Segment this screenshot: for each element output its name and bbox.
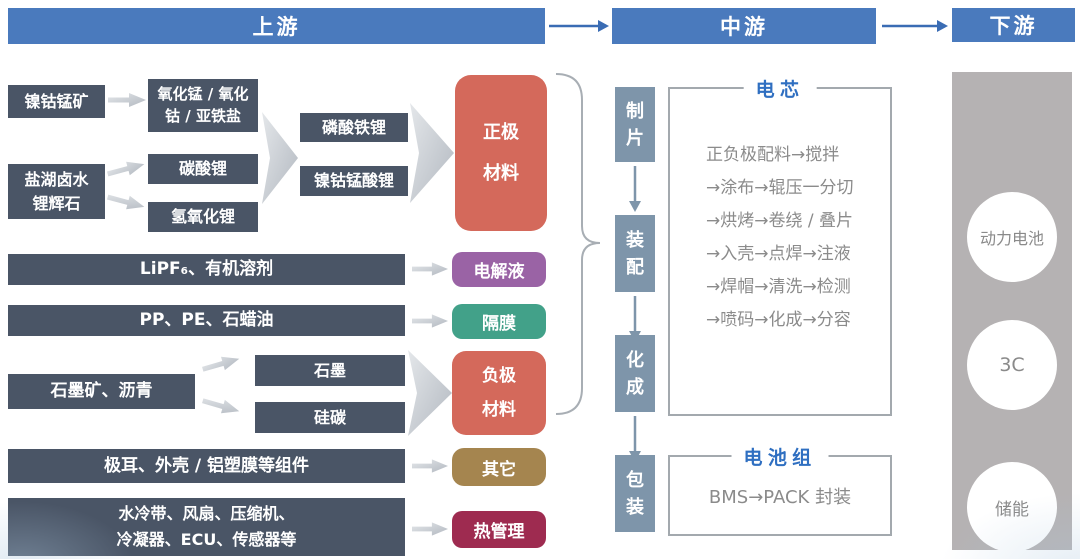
step-label: 制片: [625, 100, 644, 149]
arrow-right-icon: [549, 20, 609, 32]
step-label: 装配: [625, 229, 644, 278]
box-nickel-cobalt-manganese-ore: 镍钴锰矿: [8, 85, 105, 118]
step-assembly: 装配: [615, 215, 655, 292]
process-line: →烘烤→卷绕 / 叠片: [706, 211, 854, 231]
header-upstream: 上游: [8, 8, 545, 44]
box-lithium-hydroxide: 氢氧化锂: [148, 202, 258, 232]
chevron-right-icon: [262, 112, 298, 204]
cell-process-steps: 正负极配料→搅拌 →涂布→辊压一分切 →烘烤→卷绕 / 叠片 →入壳→点焊→注液…: [706, 139, 854, 337]
process-line: 正负极配料→搅拌: [706, 145, 840, 165]
step-label: 化成: [625, 349, 644, 398]
process-line: →涂布→辊压一分切: [706, 178, 854, 198]
arrow-down-right-icon: [107, 194, 145, 210]
cell-panel-title: 电芯: [743, 75, 817, 102]
pack-process-line: BMS→PACK 封装: [708, 486, 852, 508]
arrow-right-icon: [412, 459, 448, 473]
step-label: 包装: [625, 469, 644, 518]
cell-process-panel: 电芯 正负极配料→搅拌 →涂布→辊压一分切 →烘烤→卷绕 / 叠片 →入壳→点焊…: [668, 75, 892, 416]
arrow-right-icon: [412, 314, 448, 328]
arrow-down-icon: [629, 166, 641, 212]
brace-right-icon: [555, 73, 601, 415]
box-thermal-management: 热管理: [452, 511, 546, 548]
arrow-right-icon: [412, 262, 448, 276]
header-downstream: 下游: [952, 8, 1075, 42]
box-graphite: 石墨: [255, 355, 405, 386]
box-electrolyte: 电解液: [452, 252, 546, 287]
box-graphite-ore-pitch: 石墨矿、沥青: [8, 374, 195, 409]
arrow-up-right-icon: [107, 161, 145, 177]
app-power-battery: 动力电池: [967, 192, 1057, 282]
box-thermal-components: 水冷带、风扇、压缩机、 冷凝器、ECU、传感器等: [8, 498, 405, 556]
chevron-right-icon: [408, 350, 452, 436]
process-line: →喷码→化成→分容: [706, 310, 851, 330]
box-ncm-oxide: 镍钴锰酸锂: [300, 166, 408, 196]
pack-panel-title: 电池组: [731, 443, 829, 470]
box-manganese-cobalt-salts: 氧化锰 / 氧化 钴 / 亚铁盐: [148, 79, 258, 132]
box-lithium-iron-phosphate: 磷酸铁锂: [300, 113, 408, 142]
header-midstream: 中游: [612, 8, 876, 44]
arrow-right-icon: [412, 522, 448, 536]
box-other: 其它: [452, 448, 546, 486]
step-electrode-sheeting: 制片: [615, 87, 655, 162]
box-lithium-carbonate: 碳酸锂: [148, 154, 258, 184]
box-pp-pe-paraffin: PP、PE、石蜡油: [8, 305, 405, 336]
app-3c: 3C: [967, 320, 1057, 410]
box-cathode-material: 正极 材料: [455, 75, 547, 231]
arrow-up-right-icon: [202, 356, 240, 372]
step-packaging: 包装: [615, 455, 655, 532]
battery-pack-panel: 电池组 BMS→PACK 封装: [668, 443, 892, 536]
box-silicon-carbon: 硅碳: [255, 402, 405, 433]
downstream-panel: 动力电池 3C 储能: [952, 72, 1072, 552]
app-energy-storage: 储能: [967, 462, 1057, 552]
arrow-right-icon: [108, 93, 146, 107]
box-tabs-casing-film: 极耳、外壳 / 铝塑膜等组件: [8, 449, 405, 483]
box-lipf6-solvents: LiPF₆、有机溶剂: [8, 254, 405, 285]
arrow-right-icon: [882, 20, 948, 32]
box-salt-lake-spodumene: 盐湖卤水 锂辉石: [8, 164, 105, 219]
arrow-down-right-icon: [202, 398, 240, 414]
box-anode-material: 负极 材料: [452, 351, 546, 435]
chevron-right-icon: [410, 103, 454, 203]
step-formation: 化成: [615, 335, 655, 412]
process-line: →入壳→点焊→注液: [706, 244, 851, 264]
box-separator: 隔膜: [452, 304, 546, 339]
process-line: →焊帽→清洗→检测: [706, 277, 851, 297]
